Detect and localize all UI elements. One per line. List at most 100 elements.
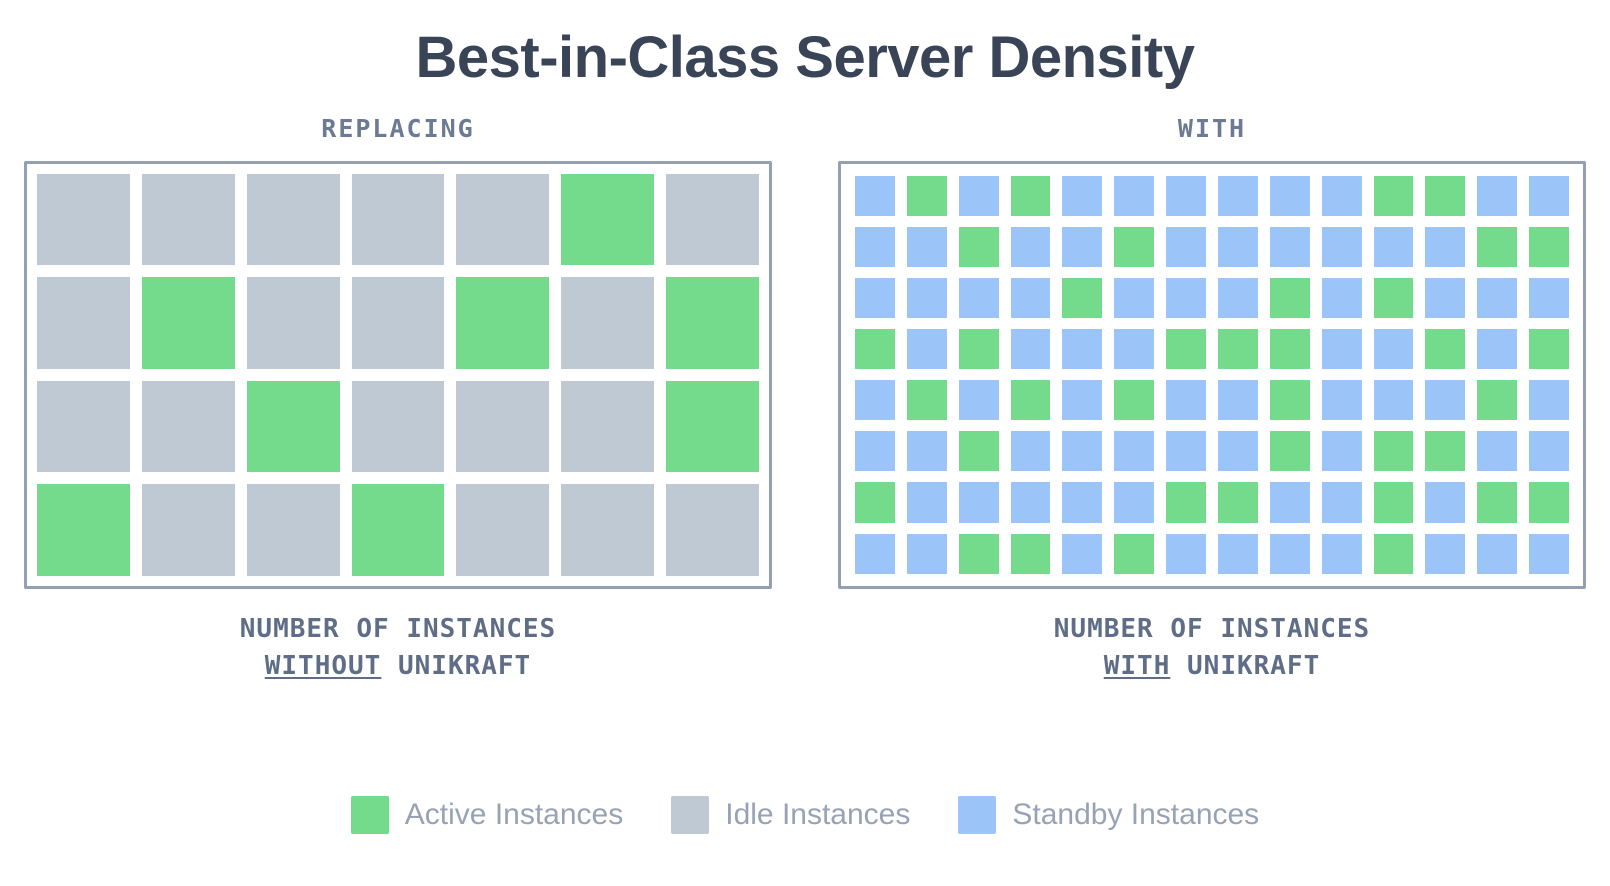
instance-cell-active xyxy=(906,380,947,421)
instance-cell-standby xyxy=(1010,431,1051,472)
instance-cell-standby xyxy=(1010,482,1051,523)
instance-cell-standby xyxy=(855,277,895,319)
instance-cell-standby xyxy=(1321,226,1362,267)
instance-cell-idle xyxy=(561,380,655,473)
instance-cell-standby xyxy=(1166,175,1206,216)
instance-cell-standby xyxy=(1218,431,1258,472)
instance-cell-idle xyxy=(351,173,445,266)
instance-cell-standby xyxy=(906,277,947,319)
instance-cell-standby xyxy=(855,380,895,421)
instance-cell-standby xyxy=(1010,226,1051,267)
instance-cell-standby xyxy=(1062,175,1103,216)
instance-grid-without-unikraft xyxy=(24,160,772,589)
instance-cell-standby xyxy=(1218,277,1258,319)
instance-cell-standby xyxy=(1529,175,1569,216)
instance-cell-active xyxy=(1062,277,1103,319)
instance-cell-standby xyxy=(1114,482,1155,523)
instance-cell-active xyxy=(958,226,999,267)
instance-cell-standby xyxy=(1269,533,1310,574)
instance-cell-standby xyxy=(1010,329,1051,370)
instance-cell-active xyxy=(1269,277,1310,319)
instance-cell-standby xyxy=(855,533,895,574)
instance-cell-standby xyxy=(1166,380,1206,421)
instance-cell-standby xyxy=(1529,533,1569,574)
instance-cell-idle xyxy=(37,173,130,266)
instance-cell-standby xyxy=(1425,277,1466,319)
instance-cell-active xyxy=(1477,482,1518,523)
instance-cell-idle xyxy=(456,380,550,473)
instance-cell-standby xyxy=(1269,482,1310,523)
page-title: Best-in-Class Server Density xyxy=(415,25,1196,90)
instance-cell-standby xyxy=(1477,533,1518,574)
instance-cell-standby xyxy=(1166,533,1206,574)
instance-cell-active xyxy=(906,175,947,216)
instance-cell-active xyxy=(1114,226,1155,267)
instance-cell-active xyxy=(37,484,130,576)
instance-cell-active xyxy=(958,329,999,370)
instance-cell-idle xyxy=(141,484,235,576)
instance-cell-standby xyxy=(1010,277,1051,319)
instance-cell-standby xyxy=(855,431,895,472)
instance-cell-active xyxy=(1373,431,1414,472)
instance-cell-idle xyxy=(456,173,550,266)
instance-cell-standby xyxy=(1166,226,1206,267)
caption-line-2-rest: UNIKRAFT xyxy=(1170,651,1321,682)
instance-cell-standby xyxy=(1269,175,1310,216)
instance-cell-idle xyxy=(246,484,340,576)
instance-cell-active xyxy=(1373,277,1414,319)
instance-cell-active xyxy=(1269,431,1310,472)
legend-swatch-idle xyxy=(671,796,710,834)
instance-cell-standby xyxy=(1373,329,1414,370)
instance-cell-standby xyxy=(1062,431,1103,472)
instance-cell-active xyxy=(1218,329,1258,370)
instance-cell-standby xyxy=(1114,431,1155,472)
instance-cell-standby xyxy=(958,175,999,216)
instance-cell-standby xyxy=(855,175,895,216)
instance-cell-active xyxy=(1373,482,1414,523)
instance-cell-standby xyxy=(1425,533,1466,574)
instance-cell-active xyxy=(1218,482,1258,523)
instance-cell-active xyxy=(351,484,445,576)
instance-cell-idle xyxy=(561,484,655,576)
instance-cell-active xyxy=(1425,175,1466,216)
instance-cell-idle xyxy=(246,173,340,266)
instance-cell-active xyxy=(958,533,999,574)
instance-cell-standby xyxy=(1477,277,1518,319)
legend-swatch-standby xyxy=(958,796,997,834)
instance-grid-with-unikraft xyxy=(838,160,1586,589)
legend-swatch-active xyxy=(350,796,389,834)
instance-cell-standby xyxy=(1373,226,1414,267)
instance-cell-active xyxy=(1114,533,1155,574)
instance-cell-standby xyxy=(906,329,947,370)
instance-cell-active xyxy=(1010,175,1051,216)
instance-cell-active xyxy=(1269,380,1310,421)
instance-cell-active xyxy=(1425,431,1466,472)
instance-cell-standby xyxy=(1425,380,1466,421)
instance-cell-active xyxy=(855,482,895,523)
instance-cell-idle xyxy=(456,484,550,576)
instance-cell-standby xyxy=(1062,482,1103,523)
instance-cell-standby xyxy=(1321,533,1362,574)
instance-cell-active xyxy=(1166,482,1206,523)
instance-cell-active xyxy=(1373,533,1414,574)
instance-cell-standby xyxy=(1166,277,1206,319)
instance-cell-active xyxy=(1010,380,1051,421)
instance-cell-standby xyxy=(1062,329,1103,370)
instance-cell-standby xyxy=(906,533,947,574)
instance-cell-standby xyxy=(1218,175,1258,216)
instance-cell-standby xyxy=(1321,175,1362,216)
legend-label-idle: Idle Instances xyxy=(725,798,911,831)
instance-cell-standby xyxy=(906,431,947,472)
instance-cell-active xyxy=(1166,329,1206,370)
instance-cell-standby xyxy=(1218,380,1258,421)
instance-cell-active xyxy=(1529,482,1569,523)
legend-label-active: Active Instances xyxy=(404,798,624,831)
caption-underlined-word: WITHOUT xyxy=(264,651,382,682)
instance-cell-active xyxy=(1529,226,1569,267)
instance-cell-active xyxy=(561,173,655,266)
instance-cell-standby xyxy=(1062,380,1103,421)
instance-cell-standby xyxy=(1529,277,1569,319)
instance-cell-standby xyxy=(958,380,999,421)
comparison-panels: REPLACING NUMBER OF INSTANCES WITHOUT UN… xyxy=(0,114,1610,686)
